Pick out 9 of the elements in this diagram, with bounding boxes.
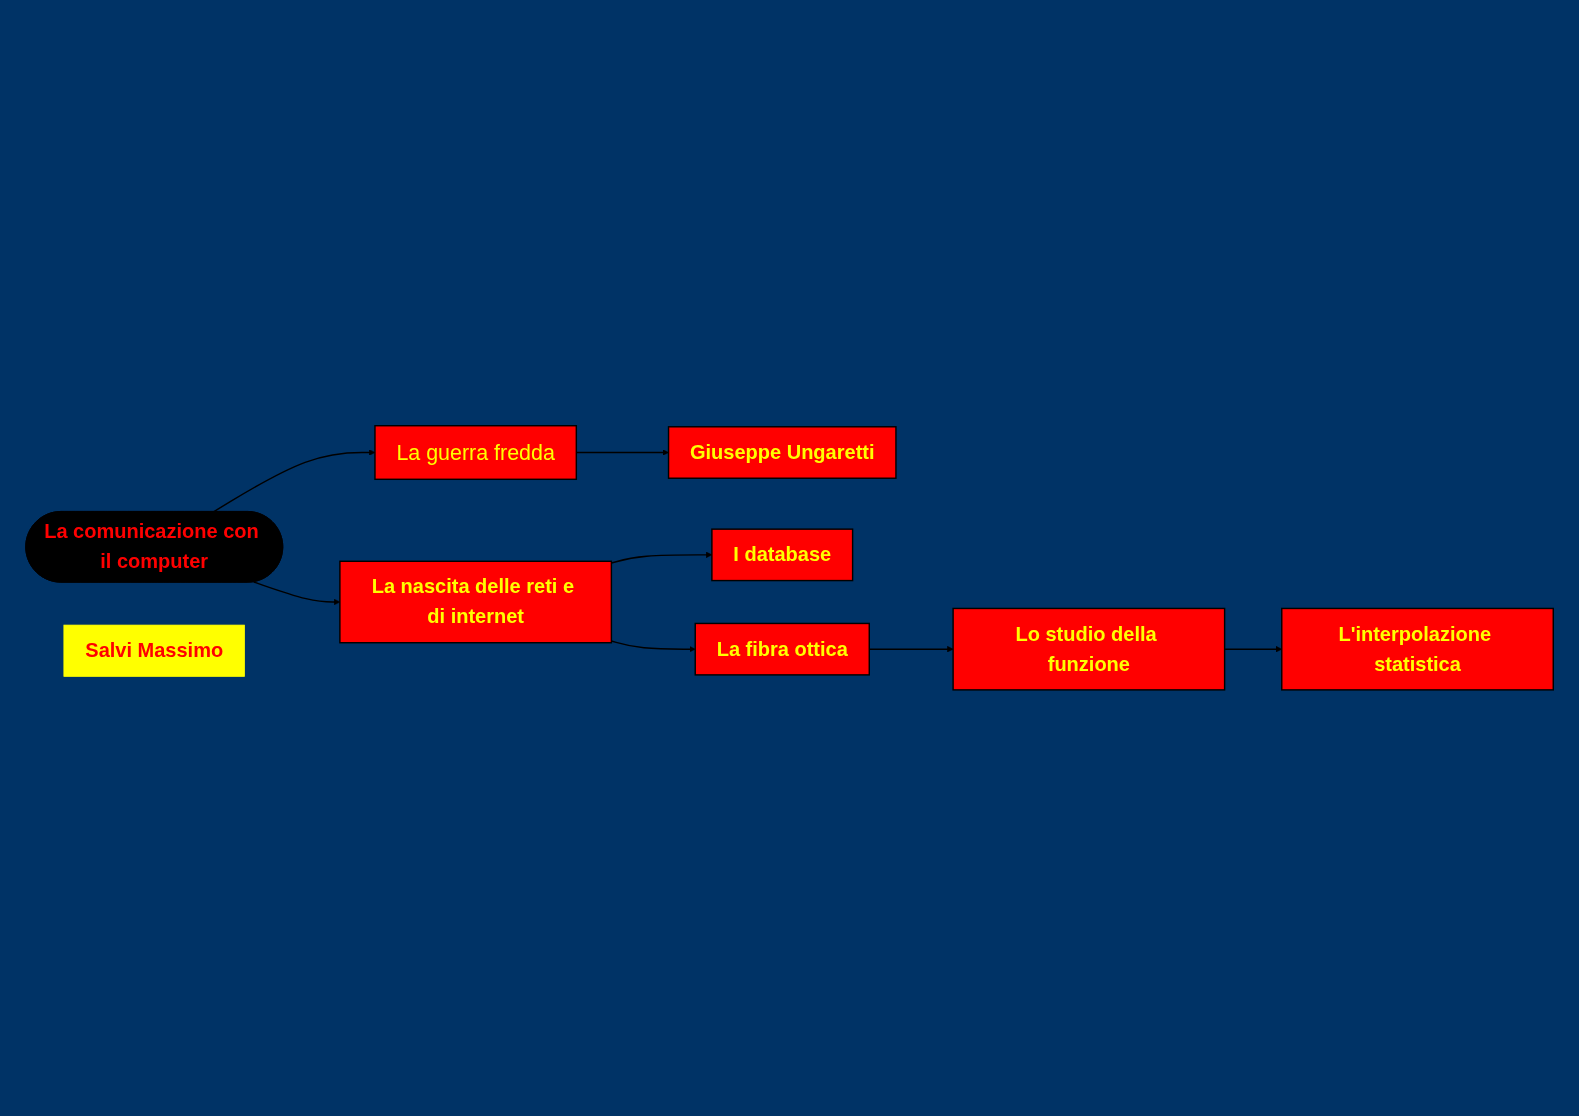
node-box: I database [711,528,854,582]
node-box: La fibra ottica [694,622,870,676]
node-box: La nascita delle reti e di internet [339,560,613,644]
arrow [610,640,696,653]
node-box: Salvi Massimo [63,624,245,678]
node-box: La guerra fredda [374,425,578,481]
node-box: Lo studio della funzione [952,607,1226,691]
node-box: Giuseppe Ungaretti [667,426,897,480]
node-box: L'interpolazione statistica [1281,607,1554,691]
